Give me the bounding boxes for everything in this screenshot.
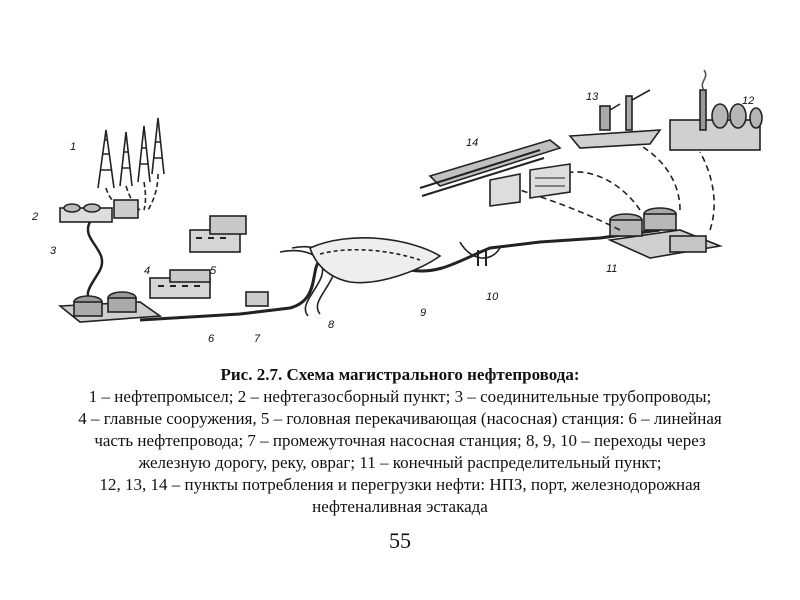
ravine-crossing — [459, 241, 501, 266]
rail-loading-rack — [419, 139, 571, 207]
label-12: 12 — [742, 95, 754, 107]
label-14: 14 — [466, 137, 478, 149]
refinery — [669, 70, 763, 151]
label-10: 10 — [486, 291, 499, 303]
pipeline-scheme-drawing: 1 2 3 4 5 6 7 8 9 10 11 12 13 14 — [31, 70, 763, 345]
label-4: 4 — [144, 265, 150, 277]
label-3: 3 — [50, 245, 57, 257]
label-8: 8 — [328, 319, 335, 331]
caption-line-5: 12, 13, 14 – пункты потребления и перегр… — [99, 475, 701, 494]
label-1: 1 — [70, 141, 76, 153]
gathering-point — [59, 199, 139, 223]
label-11: 11 — [606, 263, 617, 275]
river-crossing — [309, 237, 442, 284]
pipeline-scheme-figure: 1 2 3 4 5 6 7 8 9 10 11 12 13 14 — [20, 70, 780, 370]
figure-caption: Рис. 2.7. Схема магистрального нефтепров… — [0, 364, 800, 518]
caption-line-4: железную дорогу, реку, овраг; 11 – конеч… — [138, 453, 662, 472]
intermediate-station — [245, 291, 269, 307]
label-7: 7 — [254, 333, 261, 345]
figure-labels: 1 2 3 4 5 6 7 8 9 10 11 12 13 14 — [31, 91, 754, 345]
head-structures — [57, 291, 163, 323]
page-number: 55 — [389, 528, 411, 553]
label-9: 9 — [420, 307, 426, 319]
oil-derricks — [97, 117, 165, 213]
caption-line-3: часть нефтепровода; 7 – промежуточная на… — [94, 431, 706, 450]
port — [568, 89, 662, 149]
label-13: 13 — [586, 91, 599, 103]
caption-line-1: 1 – нефтепромысел; 2 – нефтегазосборный … — [88, 387, 712, 406]
label-5: 5 — [210, 265, 217, 277]
caption-line-2: 4 – главные сооружения, 5 – головная пер… — [78, 409, 722, 428]
head-pumping-station — [149, 215, 247, 299]
label-6: 6 — [208, 333, 215, 345]
terminal-point — [607, 207, 723, 259]
label-2: 2 — [31, 211, 38, 223]
caption-title: Рис. 2.7. Схема магистрального нефтепров… — [220, 365, 580, 384]
caption-line-6: нефтеналивная эстакада — [312, 497, 488, 516]
connecting-pipeline — [86, 221, 104, 307]
